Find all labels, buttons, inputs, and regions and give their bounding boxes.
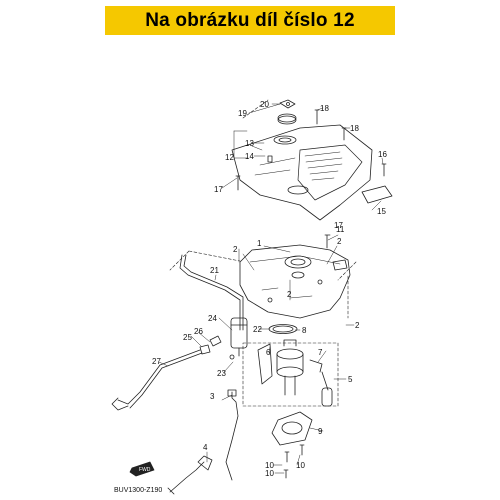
hose-fittings	[199, 335, 235, 360]
callout-13: 13	[245, 139, 254, 148]
callout-18a: 18	[320, 104, 329, 113]
callout-18b: 18	[350, 124, 359, 133]
callout-26: 26	[194, 327, 203, 336]
callout-10c: 10	[296, 461, 305, 470]
callout-12: 12	[225, 153, 234, 162]
callout-19: 19	[238, 109, 247, 118]
callout-5: 5	[348, 375, 353, 384]
clip-small	[332, 259, 348, 271]
callout-14: 14	[245, 152, 254, 161]
callout-21: 21	[210, 266, 219, 275]
callout-23: 23	[217, 369, 226, 378]
drawing-code: BUV1300-Z190	[114, 487, 162, 494]
title-banner: Na obrázku díl číslo 12	[105, 6, 395, 35]
callout-20: 20	[260, 100, 269, 109]
filler-cap-parts	[273, 99, 297, 145]
fuel-hose	[225, 389, 239, 481]
group-brackets	[169, 99, 357, 407]
callout-27: 27	[152, 357, 161, 366]
breather-hose	[179, 254, 244, 331]
callout-2a: 2	[233, 245, 238, 254]
hose-end	[167, 455, 213, 495]
drain-hose	[111, 349, 203, 411]
callout-10a: 10	[265, 461, 274, 470]
callout-22: 22	[253, 325, 262, 334]
callout-3: 3	[210, 392, 215, 401]
screws	[283, 444, 305, 479]
fuel-pump	[257, 339, 333, 407]
callout-17a: 17	[214, 185, 223, 194]
callouts: 1 2 2 2 2 3 4 5 6 7 8 9 10 10 10 11 12 1…	[114, 100, 387, 494]
leader-lines	[158, 103, 384, 474]
callout-11: 11	[336, 225, 345, 234]
callout-9: 9	[318, 427, 323, 436]
front-marker-text: FWD	[139, 467, 151, 473]
callout-15: 15	[377, 207, 386, 216]
callout-4: 4	[203, 443, 208, 452]
callout-2b: 2	[287, 290, 292, 299]
clip-part	[361, 185, 393, 204]
callout-7: 7	[318, 348, 323, 357]
callout-6: 6	[266, 348, 271, 357]
canister	[230, 317, 248, 357]
callout-8: 8	[302, 326, 307, 335]
callout-2d: 2	[355, 321, 360, 330]
bolts	[235, 109, 387, 249]
callout-16: 16	[378, 150, 387, 159]
gasket	[268, 324, 298, 334]
callout-10b: 10	[265, 469, 274, 478]
filter-plate	[271, 411, 313, 446]
callout-2c: 2	[337, 237, 342, 246]
callout-24: 24	[208, 314, 217, 323]
front-marker: FWD	[129, 461, 155, 477]
callout-1: 1	[257, 239, 262, 248]
title-text: Na obrázku díl číslo 12	[145, 9, 355, 31]
callout-25: 25	[183, 333, 192, 342]
cover-panel	[231, 124, 373, 221]
fuel-tank	[239, 244, 351, 319]
callout-17b: 17	[334, 221, 343, 230]
